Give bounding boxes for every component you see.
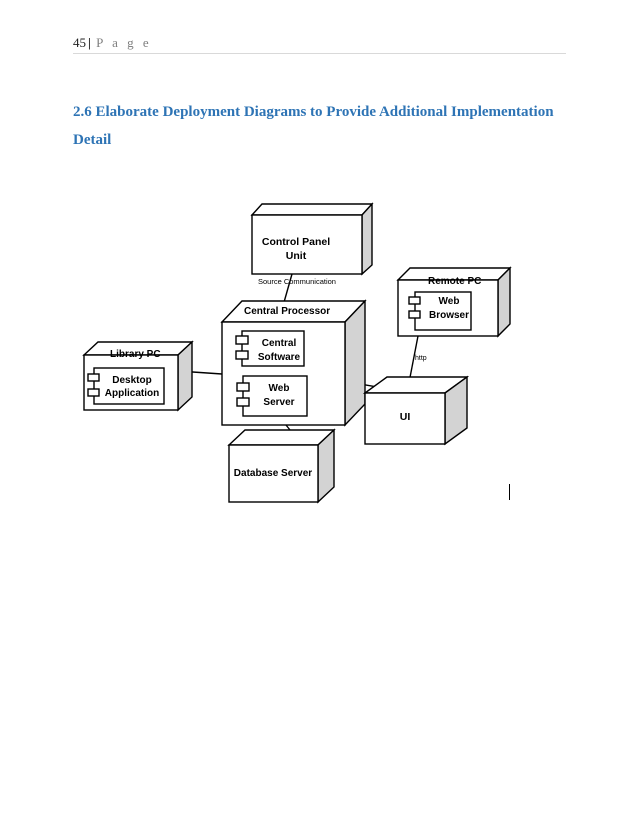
section-heading-line2: Detail (73, 132, 112, 148)
component-port (235, 350, 249, 360)
page-separator: | (88, 35, 91, 50)
label-web-server-line1: Web (269, 383, 290, 394)
label-library-pc: Library PC (110, 349, 161, 360)
label-desktop-application-line2: Application (105, 388, 159, 399)
label-ui: UI (400, 411, 411, 423)
component-desktop-application (93, 367, 165, 405)
label-source-communication: Source Communication (258, 277, 336, 286)
label-desktop-application-line1: Desktop (112, 375, 151, 386)
component-port (408, 310, 421, 319)
component-central-software (241, 330, 305, 367)
label-web-server-line2: Server (263, 397, 294, 408)
label-control-panel-line2: Unit (286, 250, 307, 262)
node-library-pc (82, 340, 194, 412)
label-control-panel-line1: Control Panel (262, 236, 330, 248)
label-central-processor: Central Processor (244, 306, 330, 317)
component-port (87, 388, 100, 397)
component-web-browser (414, 291, 472, 331)
label-central-software-line1: Central (262, 338, 297, 349)
header-rule (73, 53, 566, 54)
component-port (236, 397, 250, 407)
node-ui (362, 375, 470, 446)
component-port (408, 296, 421, 305)
node-central-processor (220, 299, 367, 427)
deployment-diagram: Control Panel Unit Remote PC Web Browser… (82, 202, 512, 504)
node-control-panel (250, 202, 374, 276)
component-port (235, 335, 249, 345)
node-remote-pc (396, 266, 512, 338)
section-heading: 2.6 Elaborate Deployment Diagrams to Pro… (73, 98, 563, 154)
section-heading-line1: 2.6 Elaborate Deployment Diagrams to Pro… (73, 104, 554, 120)
page-number: 45 (73, 35, 86, 50)
node-database-server (227, 428, 336, 504)
label-web-browser-line1: Web (439, 296, 460, 307)
label-remote-pc: Remote PC (428, 276, 481, 287)
label-web-browser-line2: Browser (429, 310, 469, 321)
component-port (236, 382, 250, 392)
page-word: P a g e (96, 35, 152, 50)
label-database-server: Database Server (234, 468, 312, 479)
text-cursor-mark (509, 484, 510, 500)
label-central-software-line2: Software (258, 352, 301, 363)
component-port (87, 373, 100, 382)
page-header: 45| P a g e (73, 35, 566, 54)
label-http: http (415, 355, 427, 362)
component-web-server (242, 375, 308, 417)
